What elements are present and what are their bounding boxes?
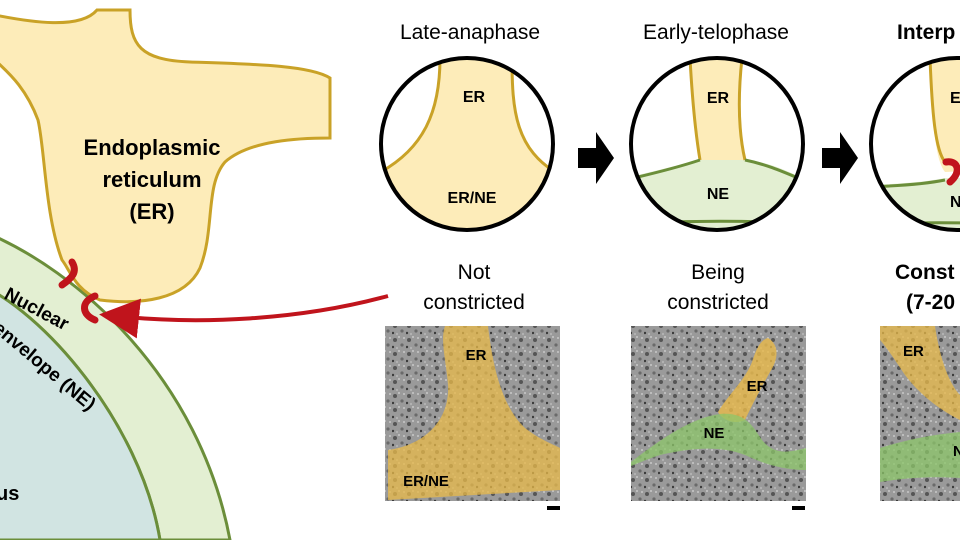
stage-title: Late-anaphase <box>400 21 540 44</box>
progression-arrow-1 <box>578 132 614 184</box>
zoom-circle <box>379 56 555 232</box>
status-line1: Not <box>458 261 491 284</box>
panel-early-telophase: Early-telophase ER NE Being constricted … <box>629 21 806 510</box>
zoom-circle <box>869 56 960 232</box>
inner-label-bottom: NE <box>707 186 730 203</box>
micrograph-er-overlay <box>880 326 960 420</box>
inner-label-top: ER <box>707 90 730 107</box>
micrograph-label1: ER <box>747 378 768 395</box>
er-label-line1: Endoplasmic <box>84 135 221 160</box>
micrograph-er-overlay <box>718 338 777 423</box>
micrograph-label2: ER/NE <box>403 473 449 490</box>
micrograph-label2: NE <box>704 425 725 442</box>
inner-label-top: ER <box>463 89 486 106</box>
inner-label-bottom: N <box>950 194 960 211</box>
stage-title: Early-telophase <box>643 21 789 44</box>
pointer-arrow <box>99 294 389 339</box>
status-line2: constricted <box>423 291 525 314</box>
panel-late-anaphase: Late-anaphase ER ER/NE Not constricted E… <box>379 21 560 510</box>
constriction-mark-upper <box>58 258 78 289</box>
er-label-line2: reticulum <box>102 167 201 192</box>
nucleus-label: us <box>0 483 19 505</box>
scale-bar <box>792 506 805 510</box>
scale-bar <box>547 506 560 510</box>
micrograph-er-overlay <box>388 326 560 500</box>
inner-label-bottom: ER/NE <box>448 190 497 207</box>
er-label-line3: (ER) <box>129 199 174 224</box>
inner-label-top: E <box>950 90 960 107</box>
overview-diagram: Endoplasmic reticulum (ER) Nuclear envel… <box>0 8 389 540</box>
status-line1: Const <box>895 261 955 284</box>
progression-arrow-2 <box>822 132 858 184</box>
micrograph <box>631 326 806 501</box>
stage-title: Interp <box>897 21 955 44</box>
constriction-mark-lower <box>81 292 99 324</box>
er-shape <box>0 8 332 304</box>
panel-interphase: Interp E N Const (7-20 ER N <box>869 21 960 501</box>
micrograph-ne-overlay <box>631 413 806 470</box>
status-line2: constricted <box>667 291 769 314</box>
micrograph-label1: ER <box>466 347 487 364</box>
micrograph-ne-overlay <box>880 432 960 482</box>
nucleus-shape <box>0 293 162 540</box>
zoom-circle <box>629 56 805 232</box>
status-line2: (7-20 <box>906 291 955 314</box>
micrograph-label2: N <box>953 443 960 460</box>
status-line1: Being <box>691 261 745 284</box>
micrograph-label1: ER <box>903 343 924 360</box>
